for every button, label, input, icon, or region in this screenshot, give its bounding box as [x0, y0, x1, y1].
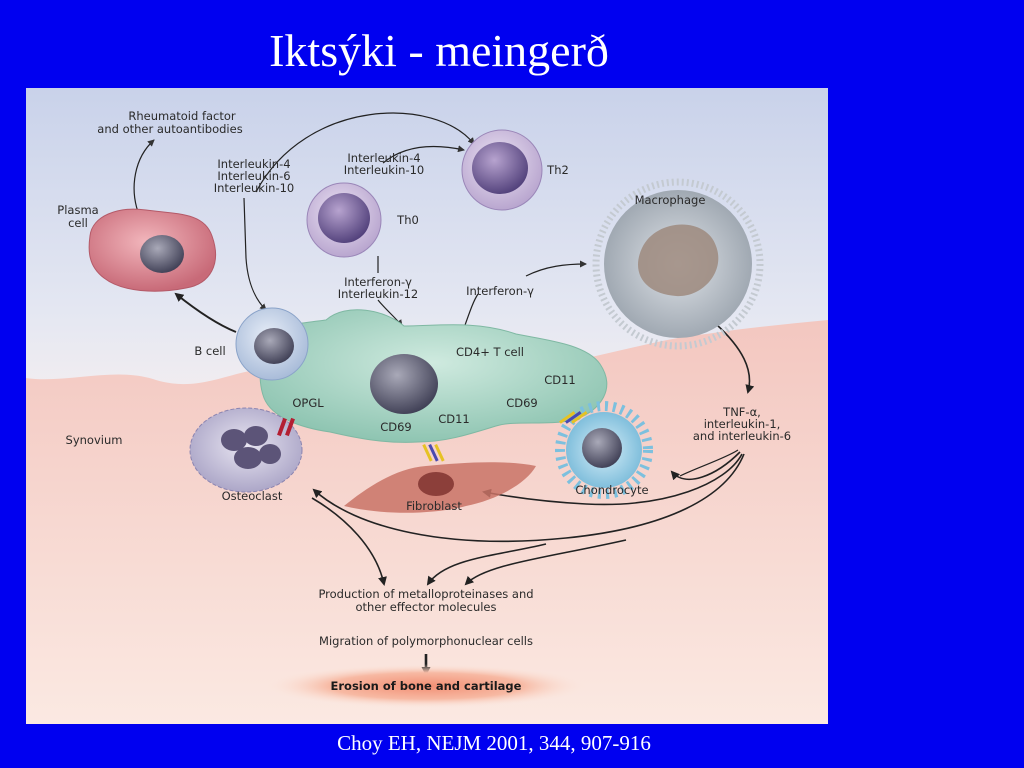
fibroblast-label: Fibroblast	[406, 499, 462, 513]
production-label-2: other effector molecules	[356, 600, 497, 614]
chondrocyte	[555, 401, 653, 499]
tnf-label-1: TNF-α,	[722, 405, 761, 419]
plasma-cell-label-1: Plasma	[57, 203, 98, 217]
macrophage-label: Macrophage	[635, 193, 706, 207]
il-top-label-2: Interleukin-10	[344, 163, 424, 177]
il-left-label-1: Interleukin-4	[217, 157, 290, 171]
erosion-glow	[266, 664, 586, 708]
cd69-left-label: CD69	[380, 420, 412, 434]
il-top-label-1: Interleukin-4	[347, 151, 420, 165]
interferon-il12-label-2: Interleukin-12	[338, 287, 418, 301]
erosion-label: Erosion of bone and cartilage	[331, 679, 522, 693]
cd69-right-label: CD69	[506, 396, 538, 410]
th0-cell	[306, 182, 382, 258]
cd4-t-cell-label: CD4+ T cell	[456, 345, 524, 359]
osteoclast	[189, 407, 303, 493]
tnf-label-2: interleukin-1,	[704, 417, 781, 431]
pathogenesis-diagram: Rheumatoid factor and other autoantibodi…	[26, 88, 828, 724]
citation: Choy EH, NEJM 2001, 344, 907-916	[337, 731, 651, 755]
cd4-t-cell	[259, 309, 608, 443]
th2-label: Th2	[546, 163, 569, 177]
b-cell-label: B cell	[194, 344, 225, 358]
plasma-cell-label-2: cell	[68, 216, 88, 230]
macrophage	[592, 178, 764, 350]
signaling-arrows	[133, 112, 755, 676]
interferon-label: Interferon-γ	[466, 284, 534, 298]
rheumatoid-label-2: and other autoantibodies	[97, 122, 242, 136]
interferon-il12-label-1: Interferon-γ	[344, 275, 412, 289]
cd11-left-label: CD11	[438, 412, 470, 426]
chondrocyte-label: Chondrocyte	[575, 483, 648, 497]
synovium-label: Synovium	[66, 433, 123, 447]
il-left-label-2: Interleukin-6	[217, 169, 290, 183]
il-left-label-3: Interleukin-10	[214, 181, 294, 195]
production-label-1: Production of metalloproteinases and	[318, 587, 533, 601]
th0-label: Th0	[396, 213, 419, 227]
cd11-right-label: CD11	[544, 373, 576, 387]
receptor-markers	[277, 411, 588, 462]
th2-cell	[461, 129, 543, 211]
rheumatoid-label-1: Rheumatoid factor	[128, 109, 236, 123]
opgl-label: OPGL	[292, 396, 324, 410]
slide-title: Iktsýki - meingerð	[269, 25, 609, 76]
plasma-cell	[88, 208, 217, 292]
fibroblast	[344, 462, 536, 513]
migration-label: Migration of polymorphonuclear cells	[319, 634, 533, 648]
tnf-label-3: and interleukin-6	[693, 429, 791, 443]
osteoclast-label: Osteoclast	[222, 489, 283, 503]
b-cell	[235, 307, 309, 381]
